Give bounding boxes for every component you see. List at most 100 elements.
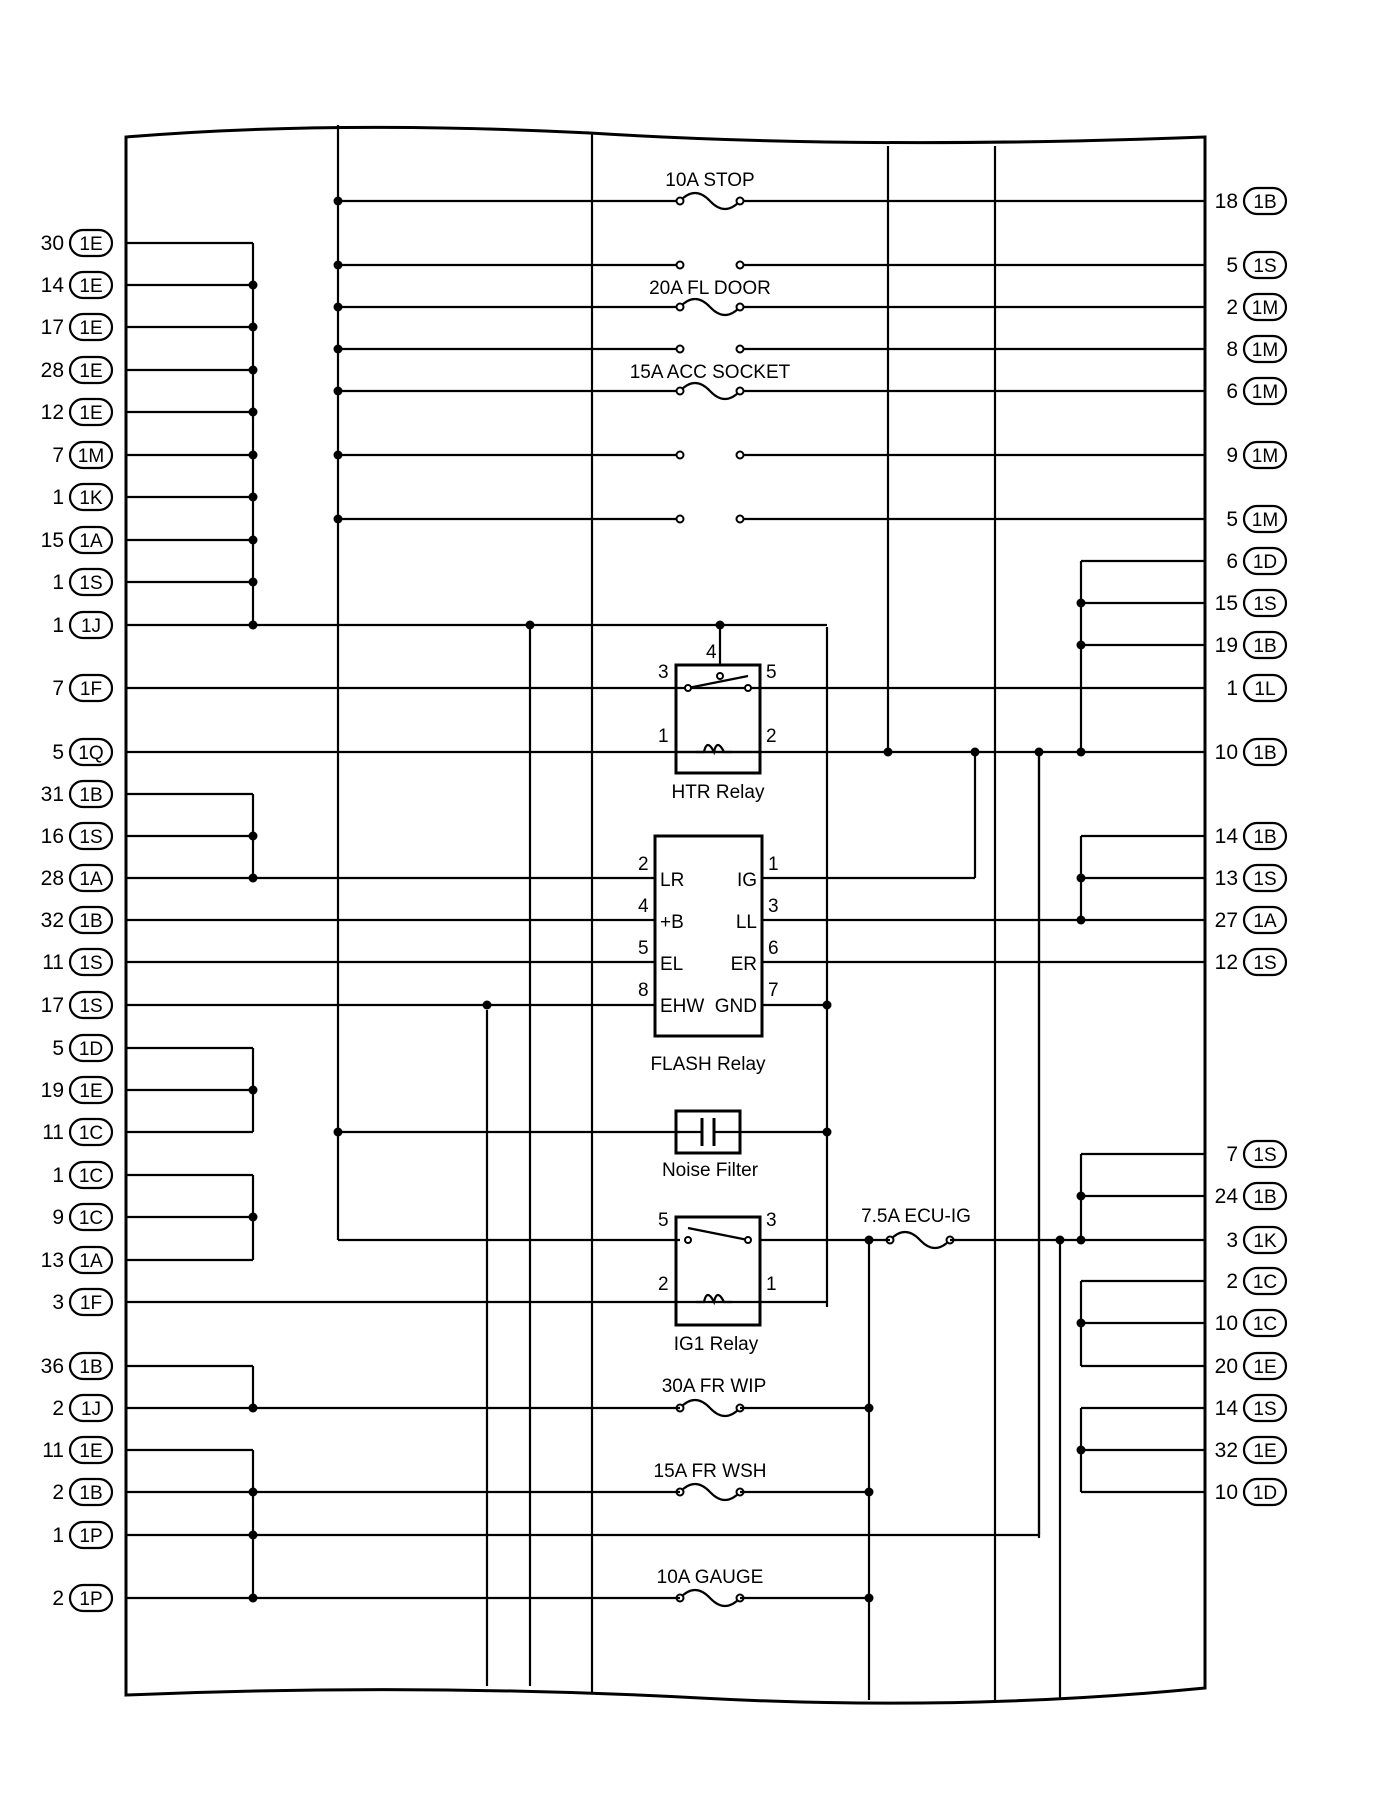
connector-code: 1B: [79, 1483, 102, 1504]
connector-code: 1K: [1253, 1231, 1277, 1252]
connector-pin-number: 27: [1215, 909, 1238, 932]
connector-pin-number: 3: [1226, 1229, 1238, 1252]
connector-code: 1S: [79, 996, 102, 1017]
left-connector-terminal: 1 1S: [52, 567, 114, 597]
connector-pill: [1242, 863, 1288, 893]
connector-pin-number: 1: [52, 614, 64, 637]
connector-code: 1C: [1253, 1272, 1277, 1293]
connector-code: 1E: [79, 1081, 102, 1102]
connector-pin-number: 17: [41, 994, 64, 1017]
right-connector-terminal: 24 1B: [1215, 1181, 1288, 1211]
connector-code: 1B: [1253, 1187, 1276, 1208]
top-circuits: [338, 199, 1205, 521]
connector-pill: [68, 610, 114, 640]
connector-code: 1M: [1252, 510, 1278, 531]
connector-pin-number: 36: [41, 1355, 64, 1378]
connector-pill: [1242, 1308, 1288, 1338]
flash-pin-3: 3: [768, 896, 779, 917]
connector-pill: [68, 1520, 114, 1550]
connector-pill: [68, 525, 114, 555]
connector-code: 1E: [79, 1441, 102, 1462]
connector-code: 1B: [79, 1357, 102, 1378]
left-connector-terminal: 36 1B: [41, 1351, 114, 1381]
right-connector-terminal: 10 1C: [1215, 1308, 1288, 1338]
htr-pin-4: 4: [706, 642, 717, 663]
connector-code: 1M: [1252, 298, 1278, 319]
left-connector-terminal: 11 1E: [42, 1435, 114, 1465]
connector-code: 1F: [80, 679, 102, 700]
connector-pin-number: 1: [52, 1164, 64, 1187]
connector-pill: [1242, 376, 1288, 406]
connector-code: 1E: [1253, 1357, 1276, 1378]
connector-pin-number: 11: [42, 1121, 64, 1144]
connector-pill: [68, 821, 114, 851]
connector-pill: [68, 863, 114, 893]
connector-pill: [68, 1393, 114, 1423]
connector-pin-number: 8: [1226, 338, 1238, 361]
connector-pill: [68, 1287, 114, 1317]
connector-pill: [68, 228, 114, 258]
connector-pin-number: 28: [41, 359, 64, 382]
connector-code: 1E: [1253, 1441, 1276, 1462]
connector-code: 1P: [79, 1526, 102, 1547]
connector-pin-number: 13: [41, 1249, 64, 1272]
junction-dots: [248, 196, 1086, 1603]
connector-pin-number: 11: [42, 1439, 64, 1462]
connector-pin-number: 6: [1226, 380, 1238, 403]
flash-term-b: +B: [660, 912, 684, 933]
connector-code: 1M: [1252, 382, 1278, 403]
connector-code: 1F: [80, 1293, 102, 1314]
connector-pill: [1242, 1139, 1288, 1169]
connector-code: 1C: [1253, 1314, 1277, 1335]
connector-pill: [1242, 673, 1288, 703]
connector-pin-number: 5: [52, 741, 64, 764]
flash-pin-4: 4: [638, 896, 649, 917]
connector-pin-number: 10: [1215, 1312, 1238, 1335]
connector-pill: [68, 1202, 114, 1232]
fuse-label-ecu-ig: 7.5A ECU-IG: [861, 1206, 971, 1227]
connector-code: 1S: [79, 573, 102, 594]
connector-pill: [1242, 1181, 1288, 1211]
noise-filter: [674, 1109, 742, 1155]
fuse-label-fr-wsh: 15A FR WSH: [654, 1461, 767, 1482]
connector-pill: [68, 1583, 114, 1613]
left-connector-terminal: 1 1J: [52, 610, 114, 640]
flash-term-ig: IG: [737, 870, 757, 891]
connector-pin-number: 6: [1226, 550, 1238, 573]
connector-pill: [68, 779, 114, 809]
connector-pill: [1242, 1393, 1288, 1423]
connector-pin-number: 2: [1226, 296, 1238, 319]
connector-pin-number: 24: [1215, 1185, 1239, 1208]
flash-term-er: ER: [731, 954, 757, 975]
connector-code: 1B: [79, 911, 102, 932]
connector-pin-number: 1: [52, 571, 64, 594]
connector-code: 1J: [81, 616, 101, 637]
connector-pill: [68, 440, 114, 470]
connector-pin-number: 7: [52, 444, 64, 467]
connector-pill: [1242, 334, 1288, 364]
flash-term-lr: LR: [660, 870, 684, 891]
